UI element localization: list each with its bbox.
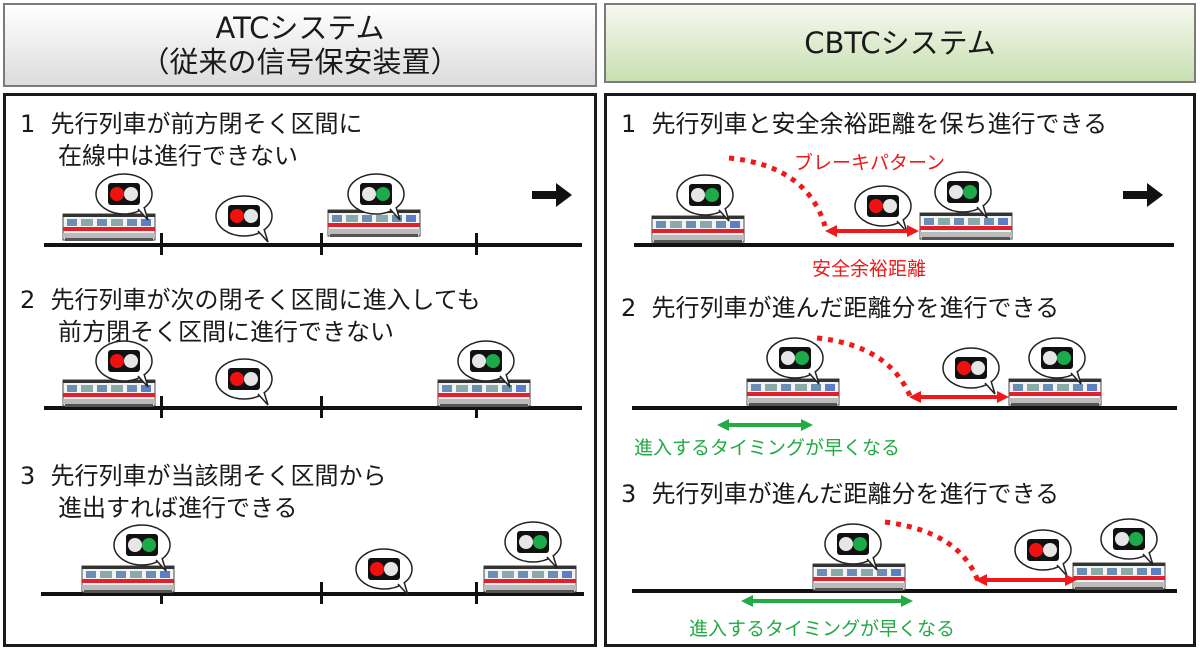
cbtc-row-2 xyxy=(632,335,1177,431)
atc-step-2-title: 2 先行列車が次の閉そく区間に進入しても xyxy=(20,286,481,314)
atc-step-1-title: 1 先行列車が前方閉そく区間に xyxy=(20,110,363,138)
cbtc-row-1 xyxy=(634,155,1174,247)
atc-step-3-title: 3 先行列車が当該閉そく区間から xyxy=(20,462,387,490)
signal-bubble-icon xyxy=(215,358,273,406)
brake-pattern-curve xyxy=(728,155,828,227)
cbtc-step-2-title: 2 先行列車が進んだ距離分を進行できる xyxy=(621,294,1060,322)
signal-bubble-icon xyxy=(504,521,562,569)
cbtc-header: CBTCシステム xyxy=(604,3,1196,83)
direction-arrow-icon xyxy=(532,183,572,207)
atc-panel: 1 先行列車が前方閉そく区間に 在線中は進行できない 2 先行列車が次の閉そく区… xyxy=(3,93,597,647)
signal-bubble-icon xyxy=(113,524,171,572)
signal-bubble-icon xyxy=(854,185,912,233)
signal-bubble-icon xyxy=(95,173,153,221)
signal-bubble-icon xyxy=(1028,337,1086,385)
train-icon xyxy=(919,212,1013,241)
cbtc-row-3 xyxy=(632,518,1177,607)
train-icon xyxy=(81,565,175,594)
atc-title: ATCシステム xyxy=(215,11,385,45)
train-icon xyxy=(62,213,156,242)
atc-step-1-subtitle: 在線中は進行できない xyxy=(58,142,298,170)
signal-bubble-icon xyxy=(1014,529,1072,577)
timing-label-3: 進入するタイミングが早くなる xyxy=(689,618,956,640)
train-icon xyxy=(1072,562,1166,591)
atc-diagram xyxy=(41,173,584,604)
cbtc-title: CBTCシステム xyxy=(804,26,996,60)
atc-step-2-subtitle: 前方閉そく区間に進行できない xyxy=(58,318,394,346)
train-icon xyxy=(1008,378,1102,407)
timing-label-2: 進入するタイミングが早くなる xyxy=(634,437,901,459)
atc-header: ATCシステム （従来の信号保安装置） xyxy=(3,3,597,87)
signal-bubble-icon xyxy=(934,171,992,219)
signal-bubble-icon xyxy=(676,174,734,222)
train-icon xyxy=(437,379,531,408)
train-icon xyxy=(812,563,906,592)
atc-row-3 xyxy=(41,521,584,604)
cbtc-panel: 1 先行列車と安全余裕距離を保ち進行できる ブレーキパターン 安全余裕距離 2 … xyxy=(604,93,1196,647)
cbtc-step-1-title: 1 先行列車と安全余裕距離を保ち進行できる xyxy=(621,110,1108,138)
atc-subtitle: （従来の信号保安装置） xyxy=(140,45,460,79)
safety-margin-label: 安全余裕距離 xyxy=(812,258,927,280)
train-icon xyxy=(483,565,577,594)
cbtc-diagram xyxy=(632,155,1177,607)
atc-row-2 xyxy=(44,340,582,418)
brake-pattern-label: ブレーキパターン xyxy=(794,152,946,174)
direction-arrow-icon xyxy=(1123,183,1163,207)
signal-bubble-icon xyxy=(355,548,413,596)
signal-bubble-icon xyxy=(824,523,882,571)
train-icon xyxy=(62,379,156,408)
signal-bubble-icon xyxy=(942,347,1000,395)
signal-bubble-icon xyxy=(766,337,824,385)
signal-bubble-icon xyxy=(215,195,273,243)
signal-bubble-icon xyxy=(1100,518,1158,566)
cbtc-step-3-title: 3 先行列車が進んだ距離分を進行できる xyxy=(621,480,1060,508)
train-icon xyxy=(746,378,840,407)
atc-step-3-subtitle: 進出すれば進行できる xyxy=(58,494,298,522)
train-icon xyxy=(651,215,745,244)
atc-row-1 xyxy=(44,173,582,255)
